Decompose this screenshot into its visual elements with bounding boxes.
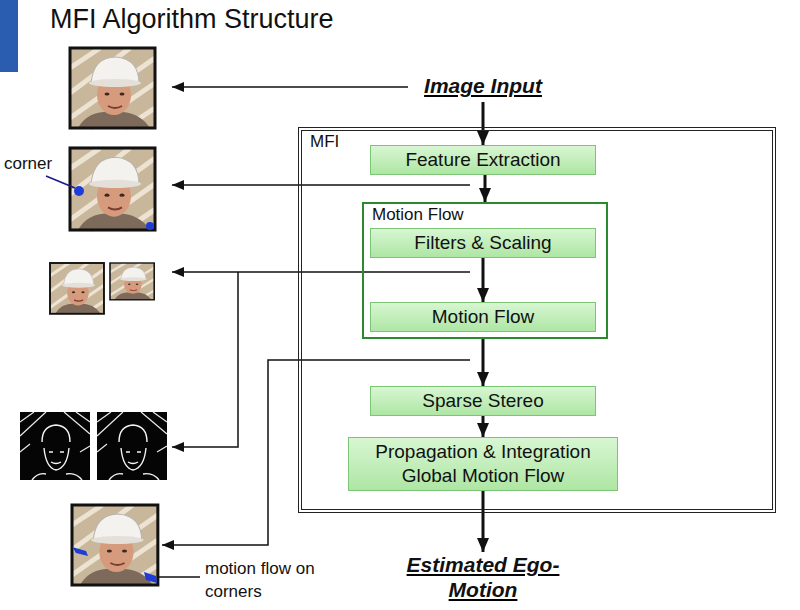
process-box: Motion Flow bbox=[370, 302, 596, 332]
flow-arrow bbox=[482, 339, 485, 386]
flow-arrow bbox=[482, 416, 485, 437]
leader-arrow bbox=[172, 272, 238, 447]
process-box: Filters & Scaling bbox=[370, 228, 596, 258]
leader-arrow bbox=[172, 86, 408, 88]
io-label: Estimated Ego-Motion bbox=[380, 552, 586, 602]
flow-arrow bbox=[482, 102, 485, 145]
process-box: Sparse Stereo bbox=[370, 386, 596, 416]
leader-arrow bbox=[172, 271, 470, 273]
filtered-image bbox=[20, 412, 90, 480]
accent-bar bbox=[0, 0, 18, 72]
corner-dot bbox=[74, 186, 84, 196]
corner-photo bbox=[70, 148, 155, 230]
node-text: MFI bbox=[302, 131, 347, 153]
scaled-photo bbox=[110, 263, 154, 300]
node-text: Propagation & Integration Global Motion … bbox=[357, 440, 609, 488]
scaled-photo bbox=[50, 263, 104, 314]
flow-arrow bbox=[482, 491, 485, 552]
leader-arrow bbox=[172, 184, 470, 186]
leader-line bbox=[158, 576, 200, 578]
node-text: Image Input bbox=[424, 73, 542, 98]
flow-mark bbox=[72, 547, 88, 556]
node-text: Motion Flow bbox=[432, 305, 534, 329]
leader-line bbox=[46, 176, 75, 188]
callout-label: corner bbox=[4, 153, 64, 176]
group-frame: Motion FlowFilters & ScalingMotion Flow bbox=[362, 202, 608, 339]
filtered-image bbox=[97, 412, 167, 480]
node-text: Filters & Scaling bbox=[414, 231, 551, 255]
flow-arrow bbox=[482, 258, 485, 302]
node-text: Motion Flow bbox=[364, 204, 472, 226]
input-photo bbox=[70, 48, 155, 128]
flow-mark bbox=[144, 572, 157, 583]
corner-dot bbox=[146, 222, 154, 230]
process-box: Propagation & Integration Global Motion … bbox=[348, 437, 618, 491]
node-text: Sparse Stereo bbox=[422, 389, 543, 413]
callout-label: motion flow on corners bbox=[205, 558, 317, 604]
slide-title: MFI Algorithm Structure bbox=[50, 4, 334, 35]
node-text: Estimated Ego-Motion bbox=[380, 552, 586, 602]
io-label: Image Input bbox=[380, 70, 586, 102]
module-frame: MFIFeature ExtractionMotion FlowFilters … bbox=[298, 127, 776, 513]
flow-arrow bbox=[484, 175, 487, 202]
flow-photo bbox=[72, 505, 158, 585]
node-text: Feature Extraction bbox=[405, 148, 560, 172]
process-box: Feature Extraction bbox=[370, 145, 596, 175]
